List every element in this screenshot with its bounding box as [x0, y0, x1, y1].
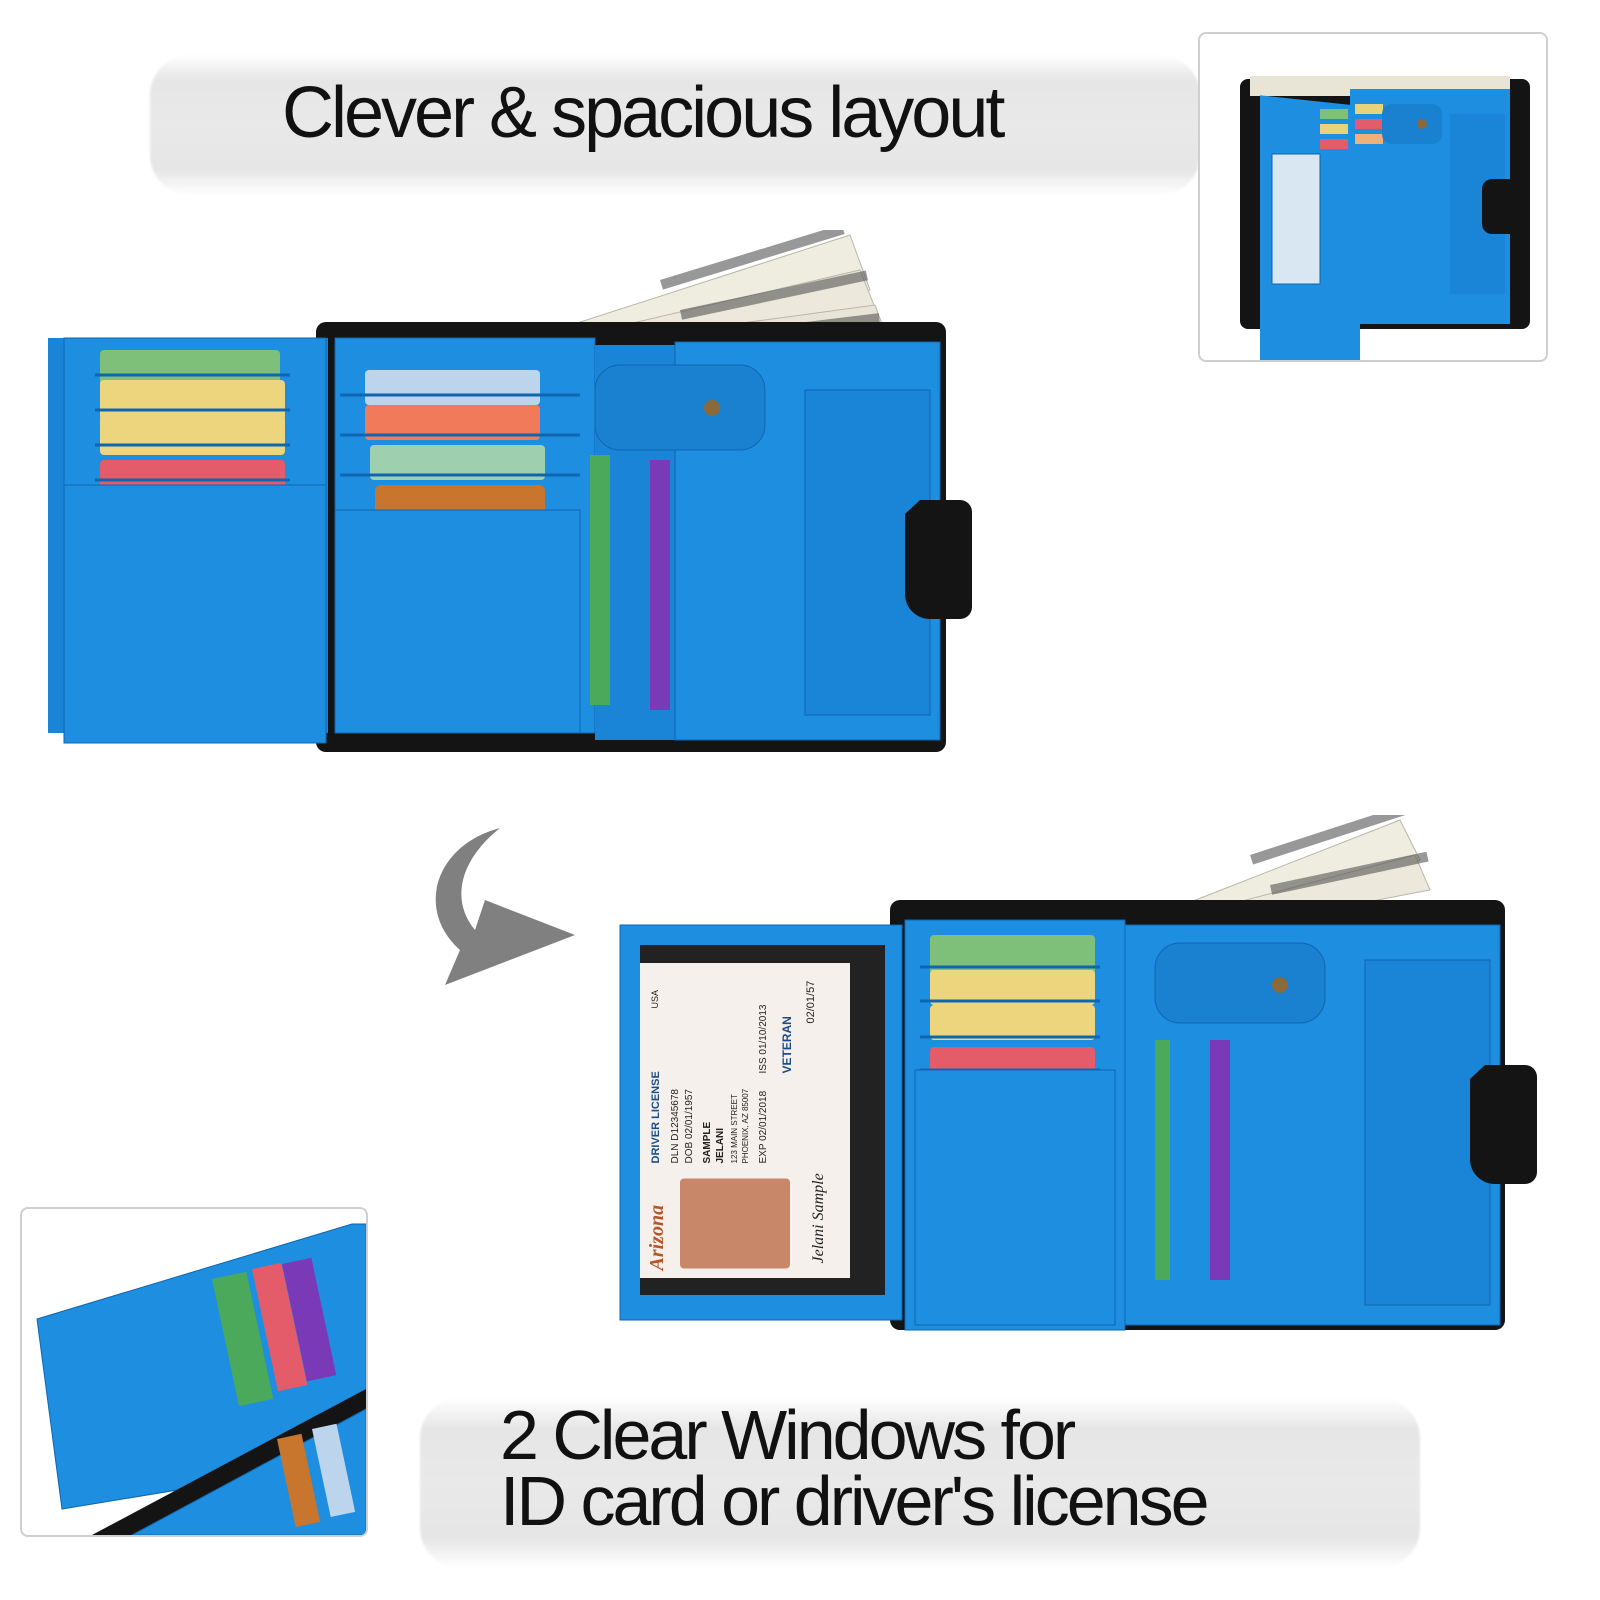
wallet-open-main — [48, 230, 972, 752]
license-country: USA — [650, 989, 660, 1008]
license-address2: PHOENIX, AZ 85007 — [741, 1088, 750, 1163]
headline-bottom-brush — [420, 1398, 1420, 1568]
driver-license-card: Arizona DRIVER LICENSE USA DLN D12345678… — [640, 963, 850, 1278]
license-dob: DOB 02/01/1957 — [684, 1088, 695, 1164]
inset-cardslots-illustration — [36, 1223, 366, 1535]
license-dln: DLN D12345678 — [670, 1088, 681, 1164]
license-title: DRIVER LICENSE — [650, 1070, 662, 1163]
headline-bottom-line2: ID card or driver's license — [500, 1462, 1209, 1540]
inset-bottom-left — [20, 1207, 368, 1537]
license-exp: EXP 02/01/2018 — [758, 1090, 769, 1163]
license-signature: Jelani Sample — [810, 1172, 827, 1263]
snap-button-icon — [704, 400, 720, 416]
license-veteran: VETERAN — [780, 1015, 794, 1073]
license-iss: ISS 01/10/2013 — [758, 1004, 769, 1073]
license-side-date: 02/01/57 — [805, 980, 817, 1023]
curved-arrow-icon — [435, 828, 575, 985]
license-name-last: SAMPLE — [702, 1121, 713, 1163]
inset-wallet-illustration — [1240, 76, 1530, 360]
license-photo — [680, 1178, 790, 1268]
license-state: Arizona — [646, 1204, 668, 1270]
headline-top: Clever & spacious layout — [282, 73, 1005, 153]
license-address1: 123 MAIN STREET — [730, 1093, 739, 1163]
headline-top-brush — [150, 55, 1200, 195]
inset-top-right — [1198, 32, 1548, 362]
headline-bottom-line1: 2 Clear Windows for — [500, 1396, 1076, 1474]
license-name-first: JELANI — [715, 1127, 726, 1163]
